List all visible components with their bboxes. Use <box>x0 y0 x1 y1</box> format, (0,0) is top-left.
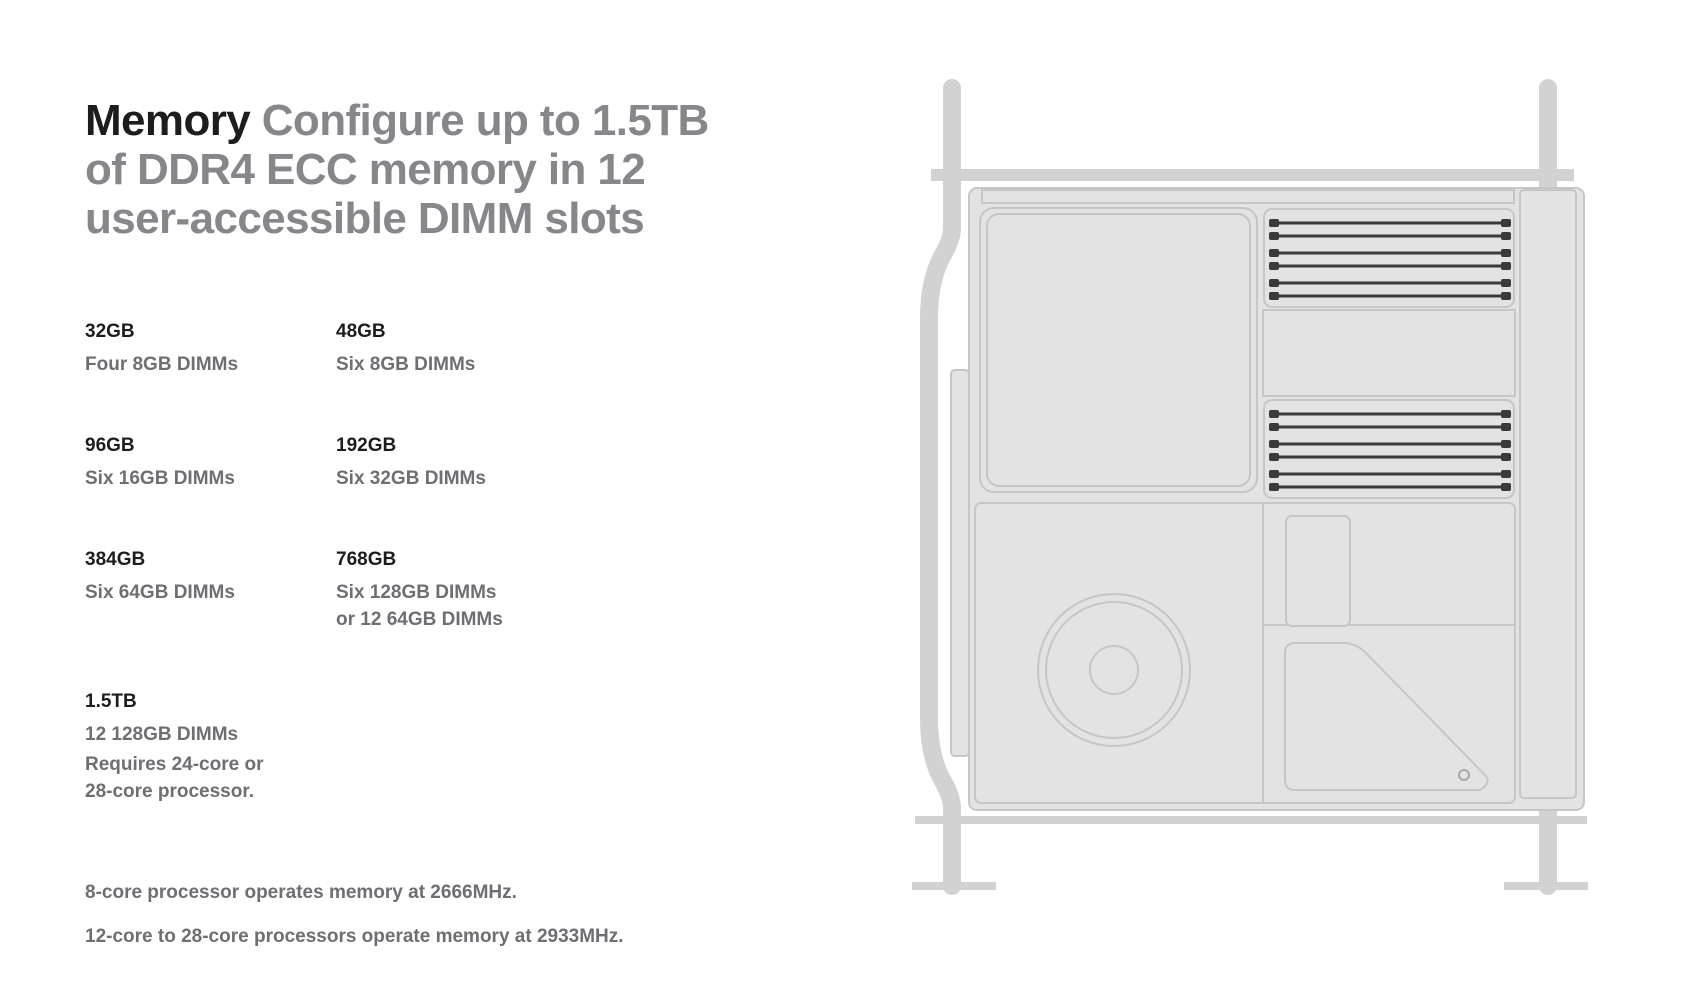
processor-cover <box>979 207 1258 493</box>
config-capacity: 384GB <box>85 549 146 570</box>
footnote-12-28-core-speed: 12-core to 28-core processors operate me… <box>85 926 624 947</box>
config-description: Six 32GB DIMMs <box>336 468 486 489</box>
frame-handle-left <box>920 79 961 895</box>
board-screw-hole <box>1458 769 1470 781</box>
config-1-5tb: 1.5TB 12 128GB DIMMs Requires 24-core or… <box>85 690 325 805</box>
config-capacity: 96GB <box>85 435 135 456</box>
config-description: Six 64GB DIMMs <box>85 582 235 603</box>
config-capacity: 768GB <box>336 549 397 570</box>
cooling-fan <box>1037 593 1191 747</box>
side-access-panel <box>950 369 970 757</box>
config-32gb: 32GB Four 8GB DIMMs <box>85 320 325 378</box>
config-capacity: 192GB <box>336 435 397 456</box>
config-48gb: 48GB Six 8GB DIMMs <box>336 320 576 378</box>
headline-rest: Configure up to 1.5TB of DDR4 ECC memory… <box>85 96 709 243</box>
config-requirement-note: Requires 24-core or 28-core processor. <box>85 754 264 802</box>
config-description: Six 8GB DIMMs <box>336 354 476 375</box>
board-cover-plate <box>1284 642 1489 791</box>
config-384gb: 384GB Six 64GB DIMMs <box>85 548 325 606</box>
board-component-chip <box>1285 515 1351 627</box>
mac-pro-internal-illustration <box>912 79 1588 895</box>
frame-top-rail <box>931 169 1574 181</box>
footnote-8-core-speed: 8-core processor operates memory at 2666… <box>85 882 517 903</box>
config-capacity: 1.5TB <box>85 691 137 712</box>
dimm-slots-upper <box>1269 219 1511 300</box>
headline-strong: Memory <box>85 96 251 145</box>
config-768gb: 768GB Six 128GB DIMMs or 12 64GB DIMMs <box>336 548 576 633</box>
config-96gb: 96GB Six 16GB DIMMs <box>85 434 325 492</box>
frame-foot-left <box>912 882 996 890</box>
config-description: Six 128GB DIMMs or 12 64GB DIMMs <box>336 582 503 630</box>
config-description: Six 16GB DIMMs <box>85 468 235 489</box>
config-192gb: 192GB Six 32GB DIMMs <box>336 434 576 492</box>
config-description: Four 8GB DIMMs <box>85 354 239 375</box>
memory-headline: Memory Configure up to 1.5TB of DDR4 ECC… <box>85 96 725 243</box>
frame-bottom-rail <box>915 816 1587 824</box>
top-connector-strip <box>981 189 1515 204</box>
board-center-panel <box>1262 309 1516 397</box>
dimm-slots-lower <box>1269 410 1511 491</box>
config-description: 12 128GB DIMMs <box>85 724 239 745</box>
config-capacity: 32GB <box>85 321 135 342</box>
frame-foot-right <box>1504 882 1588 890</box>
config-capacity: 48GB <box>336 321 386 342</box>
processor-cover-inset <box>986 213 1251 487</box>
right-edge-panel <box>1519 189 1577 799</box>
